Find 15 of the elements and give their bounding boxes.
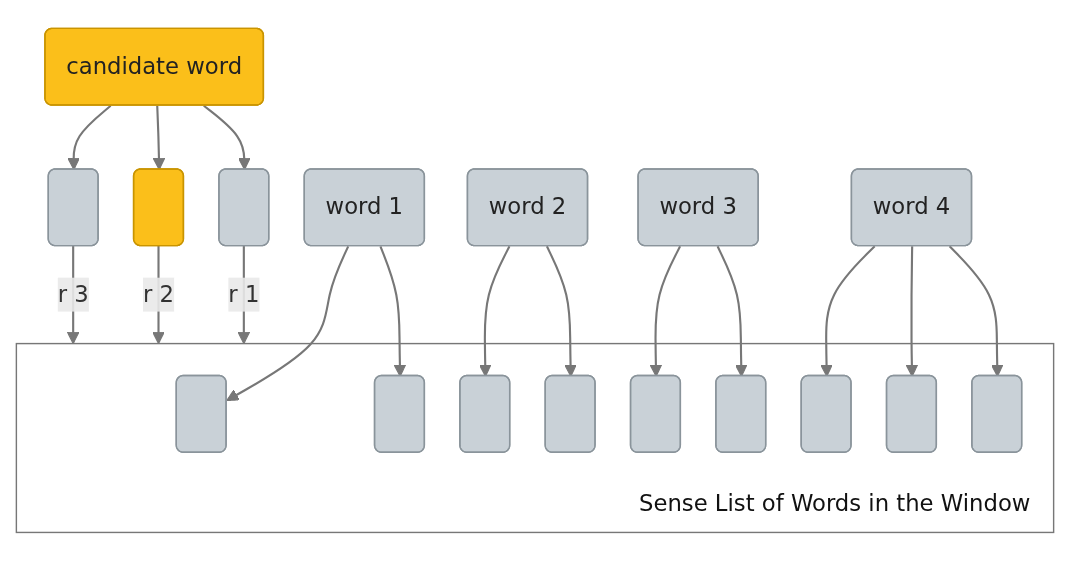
arrow — [905, 245, 919, 377]
arrow — [479, 245, 511, 377]
arrow — [948, 245, 1004, 377]
arrow — [152, 105, 166, 170]
arrow — [820, 245, 876, 377]
arrow — [545, 245, 577, 377]
arrow — [379, 245, 407, 377]
edge-label: r 1 — [228, 280, 260, 308]
cluster: Sense List of Words in the Window — [15, 342, 1055, 533]
edge-label: r 2 — [142, 280, 175, 308]
arrow — [649, 245, 682, 377]
arrow — [203, 104, 251, 170]
arrow — [67, 104, 112, 170]
arrow — [716, 245, 748, 377]
edge-label: r 3 — [57, 280, 89, 308]
